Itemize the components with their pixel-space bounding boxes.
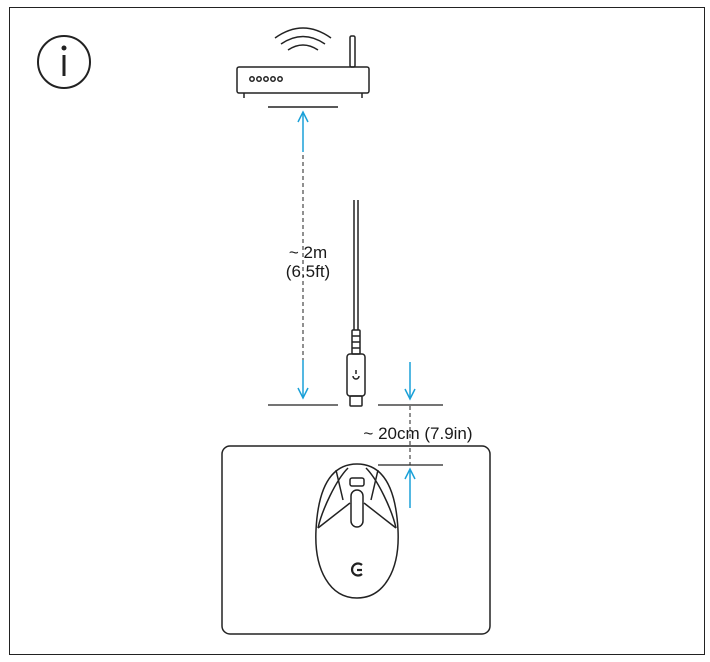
info-icon bbox=[37, 35, 91, 89]
distance-2m-indicator bbox=[268, 110, 338, 406]
distance-2m-label: ~ 2m (6.5ft) bbox=[276, 243, 340, 281]
distance-2m-metric: ~ 2m bbox=[288, 243, 328, 262]
mouse-icon bbox=[315, 463, 399, 599]
distance-20cm-label: ~ 20cm (7.9in) bbox=[363, 424, 473, 443]
usb-receiver-icon bbox=[346, 200, 366, 407]
wifi-router-icon bbox=[236, 27, 370, 108]
mousepad bbox=[221, 445, 491, 635]
distance-2m-imperial: (6.5ft) bbox=[285, 262, 331, 281]
distance-20cm-indicator bbox=[378, 362, 443, 508]
